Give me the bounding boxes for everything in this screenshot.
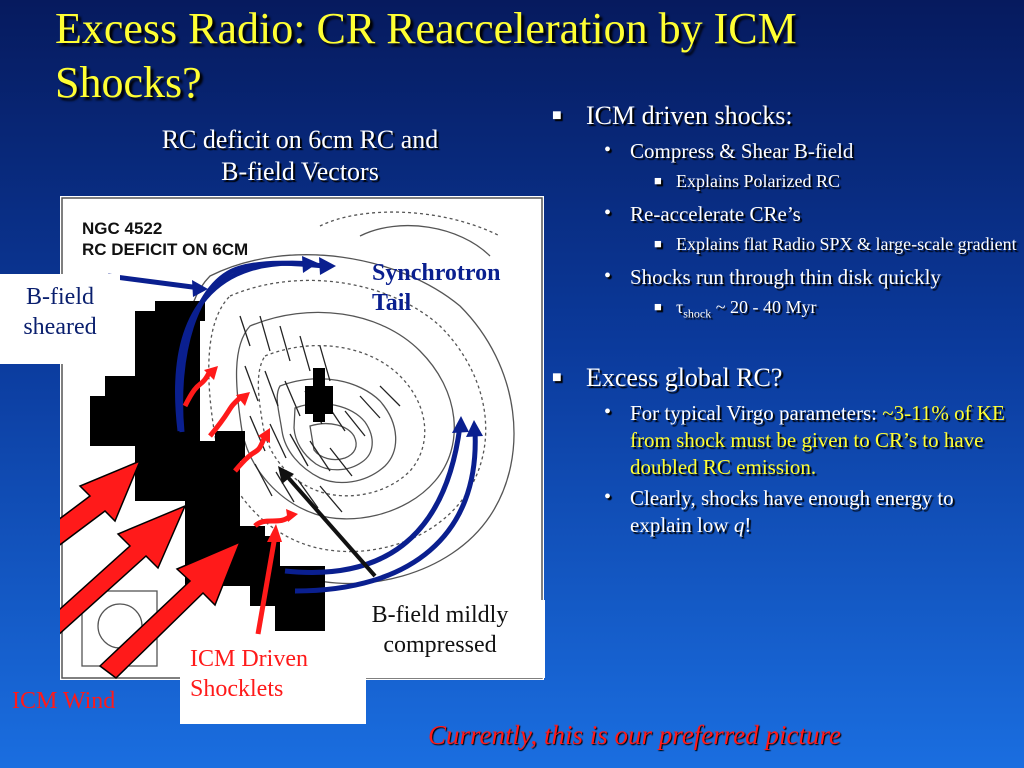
bullet-compress-shear: •Compress & Shear B-field bbox=[604, 139, 854, 163]
radio-map-figure: NGC 4522 RC DEFICIT ON 6CM bbox=[60, 196, 544, 680]
synchrotron-tail-callout: Synchrotron Tail bbox=[372, 258, 500, 318]
slide-title: Excess Radio: CR Reacceleration by ICM S… bbox=[55, 2, 975, 110]
dot-bullet-icon: • bbox=[604, 202, 612, 224]
bfield-sheared-line1: B-field bbox=[26, 284, 94, 310]
bullet-reaccelerate: •Re-accelerate CRe’s bbox=[604, 202, 801, 226]
slide-title-line1: Excess Radio: CR Reacceleration by ICM bbox=[55, 4, 797, 53]
bullet-tau-shock: ■τshock ~ 20 - 40 Myr bbox=[654, 297, 817, 321]
subtitle-line2: B-field Vectors bbox=[221, 157, 379, 186]
bfield-sheared-callout: B-field sheared bbox=[0, 274, 120, 364]
synchrotron-line2: Tail bbox=[372, 290, 412, 316]
bullet-icm-shocks: ■ICM driven shocks: bbox=[552, 101, 793, 130]
bfield-sheared-line2: sheared bbox=[23, 314, 97, 340]
square-bullet-icon: ■ bbox=[552, 368, 562, 386]
square-bullet-icon: ■ bbox=[552, 107, 562, 124]
bullet-flat-spx: ■Explains flat Radio SPX & large-scale g… bbox=[654, 234, 1017, 254]
figure-label: NGC 4522 RC DEFICIT ON 6CM bbox=[82, 218, 248, 260]
shocklets-line2: Shocklets bbox=[190, 676, 284, 702]
bfield-compressed-callout: B-field mildly compressed bbox=[335, 600, 545, 678]
dot-bullet-icon: • bbox=[604, 485, 612, 508]
square-bullet-icon: ■ bbox=[654, 299, 662, 314]
bullet-virgo-parameters: •For typical Virgo parameters: ~3-11% of… bbox=[604, 400, 1005, 479]
figure-subtitle: RC deficit on 6cm RC and B-field Vectors bbox=[95, 124, 505, 188]
dot-bullet-icon: • bbox=[604, 400, 612, 423]
dot-bullet-icon: • bbox=[604, 139, 612, 161]
figure-label-line2: RC DEFICIT ON 6CM bbox=[82, 240, 249, 259]
bullet-thin-disk: •Shocks run through thin disk quickly bbox=[604, 265, 941, 289]
shocklets-line1: ICM Driven bbox=[190, 646, 308, 672]
slide-title-line2: Shocks? bbox=[55, 58, 202, 107]
bullet-excess-global-rc: ■Excess global RC? bbox=[552, 362, 783, 392]
subtitle-line1: RC deficit on 6cm RC and bbox=[161, 125, 439, 154]
radio-map-graphic bbox=[60, 197, 543, 679]
bullet-list: ■ICM driven shocks: •Compress & Shear B-… bbox=[548, 100, 1018, 543]
shocklets-callout: ICM Driven Shocklets bbox=[180, 644, 366, 724]
bullet-polarized-rc: ■Explains Polarized RC bbox=[654, 171, 840, 191]
bfield-compressed-line2: compressed bbox=[383, 632, 497, 658]
synchrotron-line1: Synchrotron bbox=[372, 260, 501, 286]
bfield-compressed-line1: B-field mildly bbox=[371, 602, 509, 628]
bullet-enough-energy: •Clearly, shocks have enough energy to e… bbox=[604, 485, 954, 537]
dot-bullet-icon: • bbox=[604, 265, 612, 287]
square-bullet-icon: ■ bbox=[654, 173, 662, 188]
square-bullet-icon: ■ bbox=[654, 236, 662, 251]
icm-wind-label: ICM Wind bbox=[12, 688, 116, 714]
closing-statement: Currently, this is our preferred picture bbox=[428, 720, 841, 750]
figure-label-line1: NGC 4522 bbox=[82, 219, 163, 238]
